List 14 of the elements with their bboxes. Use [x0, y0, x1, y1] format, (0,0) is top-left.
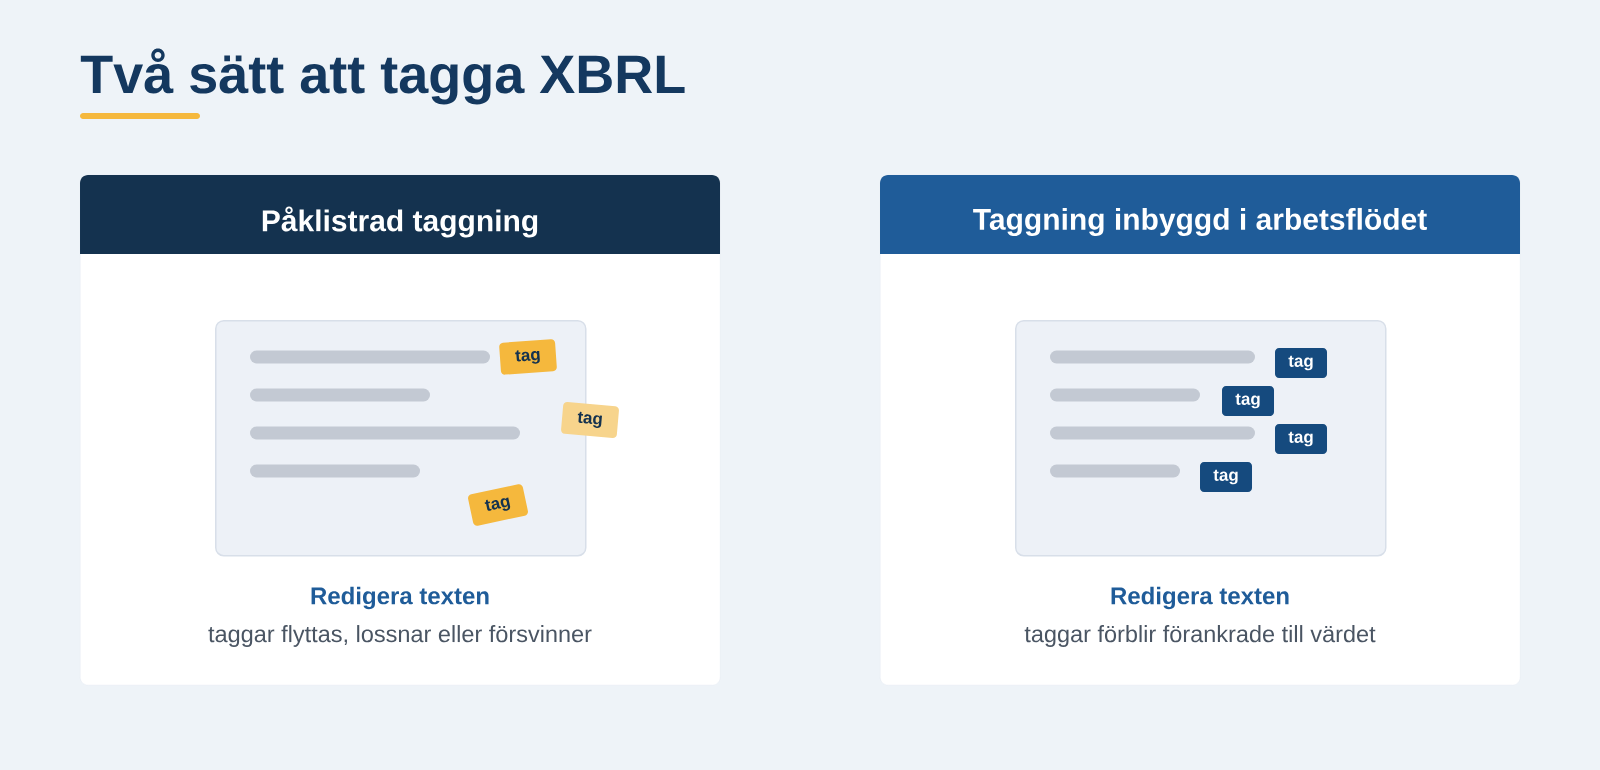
tag-label: tag: [1275, 424, 1327, 454]
tag-label: tag: [499, 339, 557, 375]
title: Två sätt att tagga XBRL: [80, 48, 685, 105]
tag-label: tag: [1275, 348, 1327, 378]
tag-label: tag: [1222, 386, 1274, 416]
caption-text: taggar flyttas, lossnar eller försvinner: [208, 625, 592, 647]
card-heading: Taggning inbyggd i arbetsflödet: [973, 207, 1427, 237]
caption-text: taggar förblir förankrade till värdet: [1024, 625, 1376, 647]
card-heading: Påklistrad taggning: [262, 206, 538, 238]
tag-label: tag: [468, 484, 528, 526]
caption-heading: Redigera texten: [311, 586, 489, 610]
tag-label: tag: [1200, 462, 1252, 492]
tag-label: tag: [561, 401, 619, 439]
caption-heading: Redigera texten: [1111, 586, 1289, 610]
